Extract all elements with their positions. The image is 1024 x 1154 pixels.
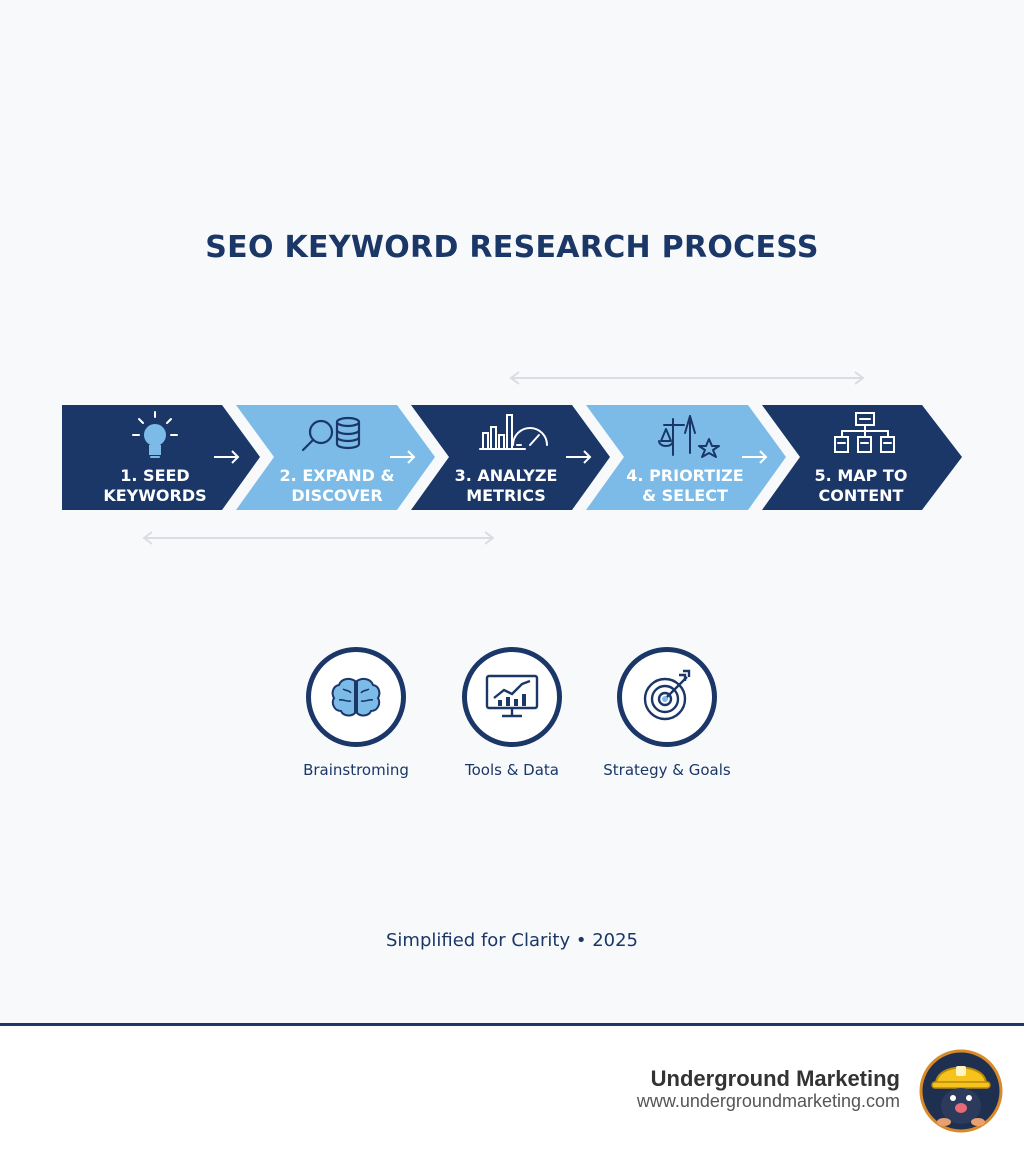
pillar-circle (462, 647, 562, 747)
step-3 (411, 405, 610, 510)
step-5 (762, 405, 962, 510)
step-3-chevron (411, 405, 610, 510)
pillar-strategy-goals: Strategy & Goals (582, 647, 752, 779)
step-arrow-1 (214, 450, 240, 464)
step-2 (236, 405, 435, 510)
step-1 (62, 405, 260, 510)
pillar-circle (617, 647, 717, 747)
search-database-icon (301, 416, 361, 452)
pillar-label: Brainstroming (303, 761, 409, 779)
sitemap-icon (834, 412, 895, 453)
lightbulb-icon (132, 411, 178, 458)
pillar-label: Strategy & Goals (603, 761, 731, 779)
step-1-label: 1. SEED KEYWORDS (103, 466, 207, 505)
step-2-label: 2. EXPAND & DISCOVER (279, 466, 395, 505)
step-4-label: 4. PRIORTIZE & SELECT (626, 466, 744, 505)
brand-url[interactable]: www.undergroundmarketing.com (636, 1091, 900, 1111)
page-title: SEO KEYWORD RESEARCH PROCESS (205, 230, 819, 265)
brain-icon (331, 677, 381, 717)
pillar-label: Tools & Data (465, 761, 559, 779)
mole-mascot-icon (919, 1049, 1003, 1133)
process-steps (62, 405, 962, 510)
footer-band (0, 1026, 1024, 1154)
chart-gauge-icon (479, 414, 548, 450)
pillar-brainstorming: Brainstroming (271, 647, 441, 779)
target-arrow-icon (643, 669, 691, 721)
step-arrow-4 (742, 450, 768, 464)
step-5-label: 5. MAP TO CONTENT (814, 466, 908, 505)
scale-star-icon (658, 415, 720, 458)
step-4-chevron (586, 405, 786, 510)
pillar-circle (306, 647, 406, 747)
step-1-chevron (62, 405, 260, 510)
footer-note: Simplified for Clarity • 2025 (386, 930, 638, 951)
step-arrow-3 (566, 450, 592, 464)
step-5-chevron (762, 405, 962, 510)
footer-divider (0, 1023, 1024, 1026)
bottom-guide-arrow (142, 531, 495, 545)
monitor-chart-icon (485, 674, 539, 718)
step-2-chevron (236, 405, 435, 510)
step-4 (586, 405, 786, 510)
pillar-tools-data: Tools & Data (427, 647, 597, 779)
step-arrow-2 (390, 450, 416, 464)
brand-name: Underground Marketing (650, 1066, 900, 1091)
top-guide-arrow (509, 371, 865, 385)
step-3-label: 3. ANALYZE METRICS (454, 466, 558, 505)
